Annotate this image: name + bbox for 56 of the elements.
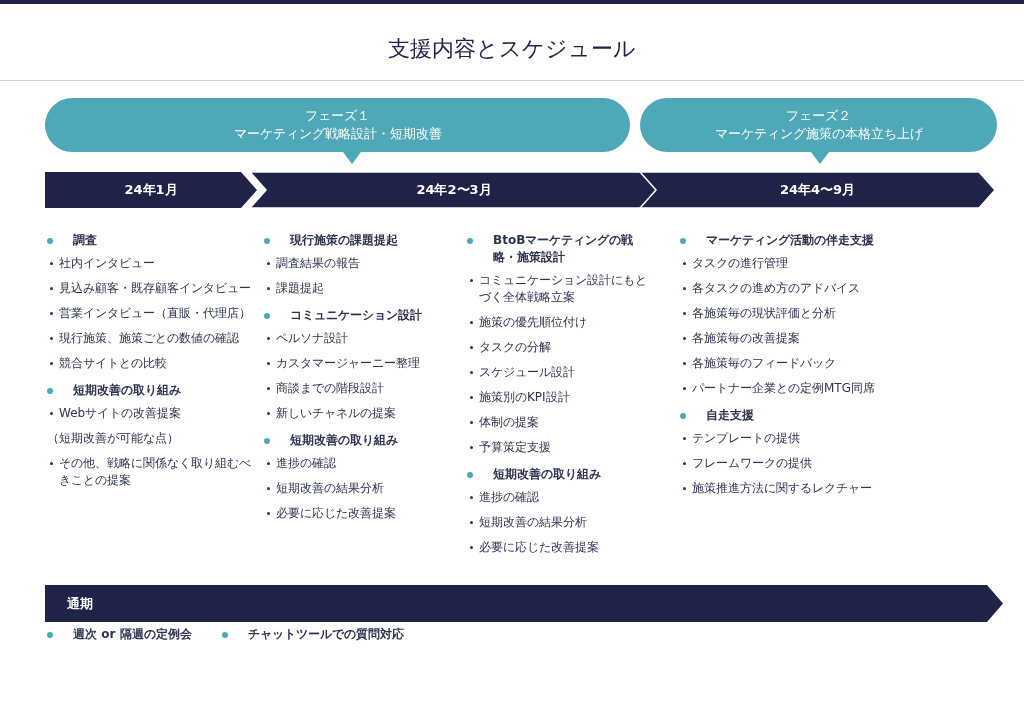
- list-item: 営業インタビュー（直販・代理店）: [49, 305, 257, 322]
- phase-label: フェーズ２: [786, 107, 851, 125]
- list-item: テンプレートの提供: [682, 430, 978, 447]
- list-item: タスクの分解: [469, 339, 655, 356]
- section-heading: コミュニケーション設計: [262, 307, 462, 324]
- section-heading: 自走支援: [678, 407, 978, 424]
- list-item: 短期改善の結果分析: [469, 514, 655, 531]
- section-heading: 調査: [45, 232, 257, 249]
- section-heading: チャットツールでの質問対応: [219, 626, 404, 643]
- page-title: 支援内容とスケジュール: [387, 35, 637, 63]
- list-item: その他、戦略に関係なく取り組むべきことの提案: [49, 455, 257, 489]
- period-label: 24年1月: [124, 181, 178, 199]
- list-item: 各施策毎の改善提案: [682, 330, 978, 347]
- list-item: 予算策定支援: [469, 439, 655, 456]
- list-item: スケジュール設計: [469, 364, 655, 381]
- list-item: 体制の提案: [469, 414, 655, 431]
- list-item: 現行施策、施策ごとの数値の確認: [49, 330, 257, 347]
- list-item: 課題提起: [266, 280, 462, 297]
- period-label: 24年4〜9月: [779, 181, 856, 199]
- list-item: 各施策毎のフィードバック: [682, 355, 978, 372]
- list-item: 施策推進方法に関するレクチャー: [682, 480, 978, 497]
- period-label: 24年2〜3月: [416, 181, 492, 199]
- list-item: 各タスクの進め方のアドバイス: [682, 280, 978, 297]
- list-item: 進捗の確認: [266, 455, 462, 472]
- band-label: 通期: [67, 594, 93, 613]
- list-item: コミュニケーション設計にもとづく全体戦略立案: [469, 272, 655, 306]
- list-item: ペルソナ設計: [266, 330, 462, 347]
- list-item: 社内インタビュー: [49, 255, 257, 272]
- phase-label: フェーズ１: [305, 107, 370, 125]
- list-item: 短期改善の結果分析: [266, 480, 462, 497]
- section-heading: マーケティング活動の伴走支援: [678, 232, 978, 249]
- section-heading: BtoBマーケティングの戦略・施策設計: [465, 232, 655, 266]
- section-heading: 週次 or 隔週の定例会: [45, 626, 192, 643]
- list-item: 必要に応じた改善提案: [469, 539, 655, 556]
- list-item: 施策の優先順位付け: [469, 314, 655, 331]
- list-item: 施策別のKPI設計: [469, 389, 655, 406]
- list-item: 進捗の確認: [469, 489, 655, 506]
- phase-title: マーケティング戦略設計・短期改善: [233, 125, 442, 143]
- list-item: パートナー企業との定例MTG同席: [682, 380, 978, 397]
- list-item: 新しいチャネルの提案: [266, 405, 462, 422]
- list-item: 調査結果の報告: [266, 255, 462, 272]
- list-item: カスタマージャーニー整理: [266, 355, 462, 372]
- phase-title: マーケティング施策の本格立ち上げ: [714, 125, 923, 143]
- list-item: 商談までの階段設計: [266, 380, 462, 397]
- section-heading: 現行施策の課題提起: [262, 232, 462, 249]
- list-item: 見込み顧客・既存顧客インタビュー: [49, 280, 257, 297]
- list-item: フレームワークの提供: [682, 455, 978, 472]
- list-item: Webサイトの改善提案: [49, 405, 257, 422]
- list-item: 競合サイトとの比較: [49, 355, 257, 372]
- list-item: 各施策毎の現状評価と分析: [682, 305, 978, 322]
- section-heading: 短期改善の取り組み: [465, 466, 655, 483]
- section-heading: 短期改善の取り組み: [45, 382, 257, 399]
- list-item: 必要に応じた改善提案: [266, 505, 462, 522]
- section-heading: 短期改善の取り組み: [262, 432, 462, 449]
- list-item: タスクの進行管理: [682, 255, 978, 272]
- note-text: （短期改善が可能な点）: [47, 430, 180, 447]
